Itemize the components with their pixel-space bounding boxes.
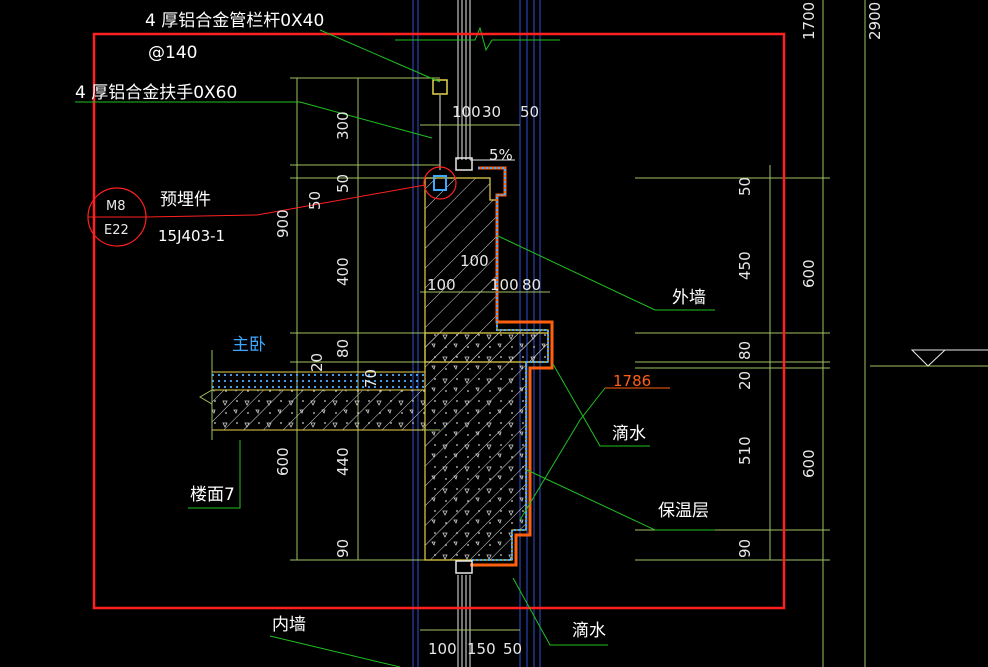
leader-lines	[75, 29, 715, 667]
dim-bottom-50: 50	[503, 640, 522, 658]
exterior-wall-label: 外墙	[672, 288, 706, 308]
left-vertical-dims: 300 50 400 20 80 600 440 90 900 50 70	[274, 111, 380, 558]
embedded-std-label: 15J403-1	[158, 227, 225, 245]
dim-left-90: 90	[334, 539, 352, 558]
insulation-label: 保温层	[658, 501, 709, 521]
dim-top-30: 30	[482, 103, 501, 121]
dim-top-100: 100	[452, 103, 481, 121]
floor-slab-aggregate	[212, 390, 425, 430]
dim-left-400: 400	[334, 257, 352, 286]
dim-left-440: 440	[334, 447, 352, 476]
dim-mid-100-a: 100	[460, 252, 489, 270]
dim-right-80: 80	[736, 341, 754, 360]
dim-left-900: 900	[274, 209, 292, 238]
dim-right-20: 20	[736, 371, 754, 390]
railing-base	[455, 157, 473, 171]
floor-label: 楼面7	[190, 485, 235, 505]
dim-right-600-bottom: 600	[800, 449, 818, 478]
embed-marker-bottom: E22	[104, 223, 129, 238]
elevation-ref-label: 1786	[613, 372, 651, 390]
right-vertical-dims: 50 450 80 20 510 90 1700 2900 600 600	[736, 2, 884, 558]
embed-highlight	[423, 166, 457, 200]
break-mark	[395, 26, 560, 52]
railing-spacing-label: @140	[148, 43, 197, 63]
dim-bottom-150: 150	[467, 640, 496, 658]
dim-right-50: 50	[736, 177, 754, 196]
dim-right-1700: 1700	[800, 2, 818, 40]
railing-pipe-label: 4 厚铝合金管栏杆0X40	[145, 11, 324, 31]
dim-mid-80: 80	[522, 276, 541, 294]
outer-dim-lines	[635, 0, 988, 667]
dim-floor-70: 70	[362, 369, 380, 388]
dim-bottom-100: 100	[428, 640, 457, 658]
dim-left-small-50: 50	[306, 191, 324, 210]
embed-marker-top: M8	[106, 199, 126, 214]
embedded-part-label: 预埋件	[160, 190, 211, 210]
handrail-profile	[432, 79, 448, 95]
dim-top-50: 50	[520, 103, 539, 121]
slope-label: 5%	[489, 146, 513, 164]
railing-posts	[439, 0, 471, 667]
railing-foot	[455, 560, 473, 574]
dim-left-600: 600	[274, 447, 292, 476]
handrail-label: 4 厚铝合金扶手0X60	[75, 83, 237, 103]
dim-left-80: 80	[334, 339, 352, 358]
dim-mid-100-b: 100	[427, 276, 456, 294]
dim-right-90: 90	[736, 539, 754, 558]
edge-beam-aggregate	[425, 333, 548, 560]
floor-screed	[211, 371, 426, 391]
left-dim-lines	[290, 77, 550, 631]
dim-right-450: 450	[736, 251, 754, 280]
anchor-bolt	[433, 175, 447, 191]
dim-left-300: 300	[334, 111, 352, 140]
embed-marker-leader	[145, 214, 258, 218]
drip-top-label: 滴水	[612, 424, 646, 444]
elevation-marker	[910, 349, 988, 367]
highlight-frame	[92, 32, 786, 610]
dim-left-50: 50	[334, 174, 352, 193]
dim-mid-100-c: 100	[490, 276, 519, 294]
insulation-fill	[470, 167, 549, 561]
interior-wall-label: 内墙	[272, 615, 306, 635]
room-label: 主卧	[232, 335, 266, 355]
dim-right-2900: 2900	[866, 2, 884, 40]
dim-right-600-top: 600	[800, 259, 818, 288]
drip-bottom-label: 滴水	[572, 621, 606, 641]
dim-right-510: 510	[736, 436, 754, 465]
dim-left-20: 20	[308, 353, 326, 372]
